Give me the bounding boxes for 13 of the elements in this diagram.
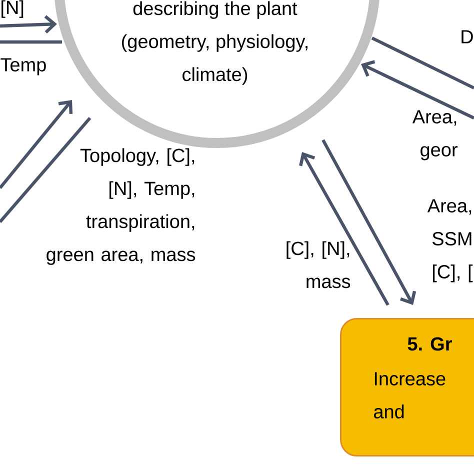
label: Topology, [C], [N], Temp, transpiration, green area, mass (46, 148, 196, 265)
edge-label: Area, SSM [C], [ (427, 199, 473, 282)
arrow (0, 100, 73, 190)
label: Area, geor (412, 110, 458, 160)
arrow (361, 60, 474, 120)
process-box: 5. Gr Increase and (340, 318, 474, 456)
arrow (0, 15, 57, 34)
label: [N] (2, 0, 24, 18)
label: D (462, 30, 473, 44)
label: Temp (0, 58, 46, 76)
arrow (299, 152, 390, 306)
arrow (322, 139, 416, 305)
edge-label: [C], [N], mass (286, 241, 350, 288)
